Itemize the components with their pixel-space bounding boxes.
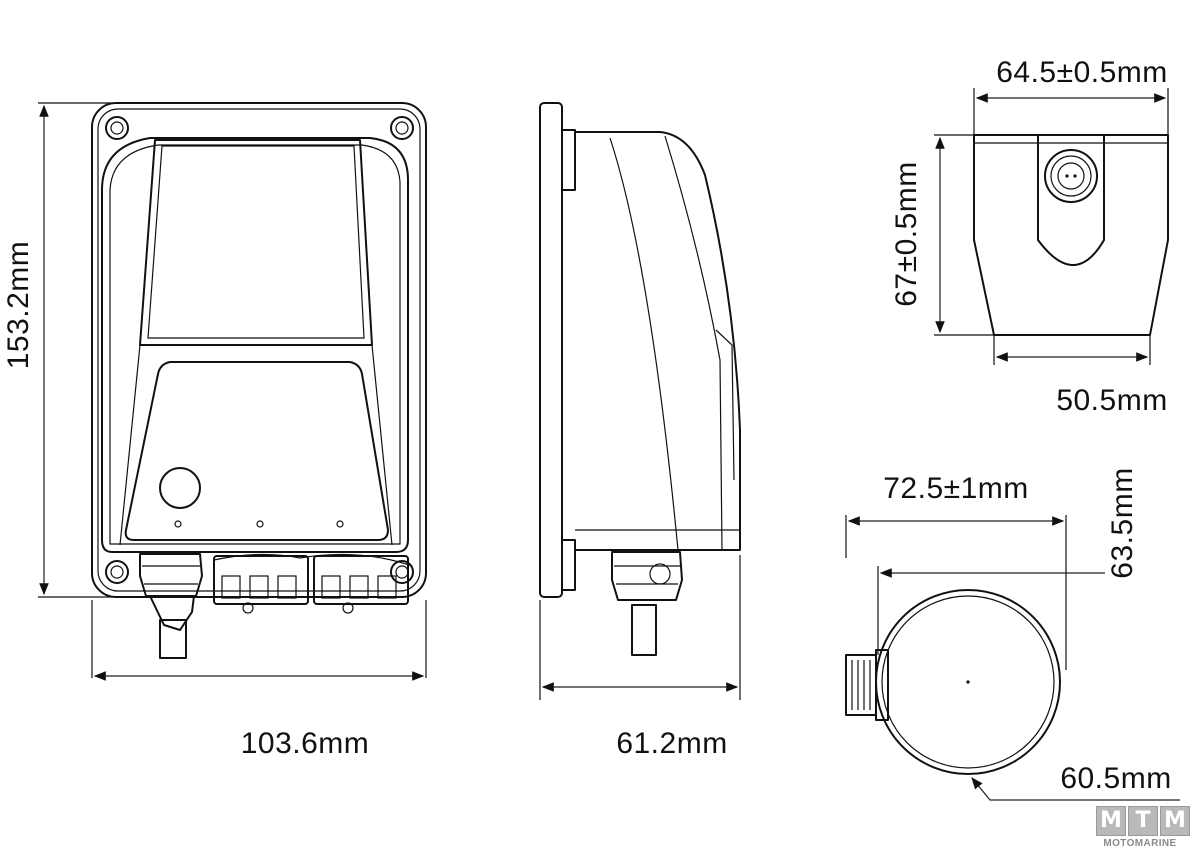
top-right-view	[934, 88, 1169, 365]
motomarine-logo: M T M MOTOMARINE	[1096, 806, 1192, 858]
bottom-diameter-leader	[971, 777, 1180, 801]
front-view	[38, 102, 427, 681]
top-bottom-width-label: 50.5mm	[1056, 384, 1167, 417]
bottom-right-view	[845, 515, 1180, 801]
front-width-label: 103.6mm	[241, 727, 370, 760]
top-height-label: 67±0.5mm	[890, 161, 923, 307]
bottom-inner-width-label: 63.5mm	[1106, 467, 1139, 578]
bottom-width-label: 72.5±1mm	[883, 472, 1029, 505]
logo-letter: M	[1096, 806, 1126, 836]
top-width-label: 64.5±0.5mm	[996, 56, 1168, 89]
side-view	[539, 102, 741, 700]
front-height-label: 153.2mm	[2, 241, 35, 370]
side-depth-label: 61.2mm	[616, 727, 727, 760]
logo-subtitle: MOTOMARINE	[1103, 838, 1177, 849]
bottom-diameter-label: 60.5mm	[1060, 762, 1171, 795]
logo-letter: M	[1160, 806, 1190, 836]
logo-letter: T	[1128, 806, 1158, 836]
